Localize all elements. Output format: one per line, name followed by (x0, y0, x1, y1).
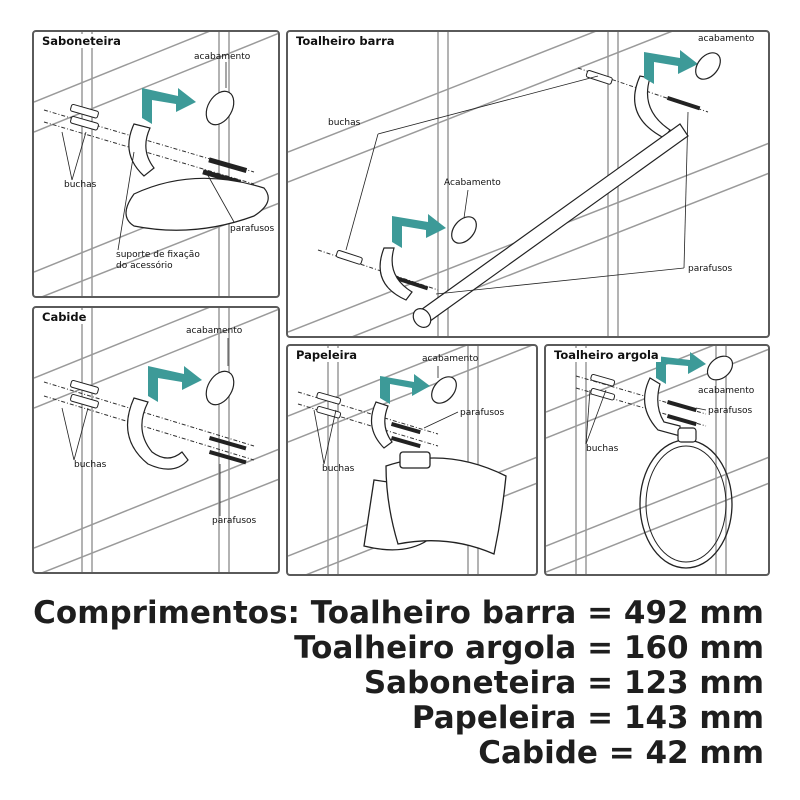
support-drawing (370, 401, 393, 449)
label-buchas: buchas (586, 444, 619, 454)
parafusos-drawing (394, 96, 701, 291)
label-acabamento: acabamento (698, 386, 755, 396)
soap-dish-drawing (125, 177, 269, 231)
label-parafusos: parafusos (230, 224, 275, 234)
label-buchas: buchas (64, 180, 97, 190)
label-parafusos: parafusos (212, 516, 257, 526)
tile-grid (288, 32, 768, 336)
insert-arrow (148, 366, 202, 402)
tile-grid (34, 308, 278, 572)
parafusos-drawing (666, 400, 697, 427)
label-parafusos: parafusos (688, 264, 733, 274)
toalheiro-barra-drawing (288, 32, 768, 336)
label-parafusos: parafusos (460, 408, 505, 418)
saboneteira-drawing (34, 32, 278, 296)
buchas-drawing (590, 373, 616, 401)
panel-toalheiro-barra: Toalheiro barra acabamento Acabamento bu… (286, 30, 770, 338)
toalheiro-argola-drawing (546, 346, 768, 574)
panel-toalheiro-argola: Toalheiro argola acabamento buchas paraf… (544, 344, 770, 576)
acabamento-drawing (431, 376, 457, 404)
label-buchas: buchas (322, 464, 355, 474)
leader-lines (313, 366, 459, 465)
panel-saboneteira: Saboneteira acabamento buchas parafusos … (32, 30, 280, 298)
leader-lines (61, 62, 235, 251)
leader-lines (345, 75, 689, 295)
label-buchas: buchas (74, 460, 107, 470)
tile-grid (546, 346, 768, 574)
cabide-drawing (34, 308, 278, 572)
label-suporte-line2: do acessório (116, 261, 173, 271)
label-acabamento: acabamento (186, 326, 243, 336)
acabamento-drawing-1 (695, 52, 721, 80)
label-acabamento: acabamento (194, 52, 251, 62)
label-parafusos: parafusos (708, 406, 753, 416)
label-acabamento: acabamento (422, 354, 479, 364)
label-acabamento-1: acabamento (698, 34, 755, 44)
support-right-drawing (634, 75, 671, 139)
panel-title-papeleira: Papeleira (294, 348, 360, 362)
length-line-2: Toalheiro argola = 160 mm (294, 630, 764, 666)
paper-holder-drawing (363, 451, 507, 555)
panel-title-cabide: Cabide (40, 310, 89, 324)
support-drawing (643, 377, 681, 437)
insert-arrow-2 (392, 214, 446, 248)
acabamento-drawing (706, 355, 734, 381)
leader-lines (61, 338, 229, 516)
panel-title-saboneteira: Saboneteira (40, 34, 123, 48)
buchas-drawing (335, 70, 613, 265)
insert-arrow (656, 352, 706, 384)
length-line-1: Comprimentos: Toalheiro barra = 492 mm (33, 595, 764, 631)
papeleira-drawing (288, 346, 536, 574)
panel-title-toalheiro-argola: Toalheiro argola (552, 348, 661, 362)
label-buchas: buchas (328, 118, 361, 128)
length-line-5: Cabide = 42 mm (478, 735, 764, 771)
panel-cabide: Cabide acabamento buchas parafusos (32, 306, 280, 574)
parafusos-drawing (208, 436, 247, 465)
label-acabamento-2: Acabamento (444, 178, 501, 188)
insert-arrow (380, 374, 430, 404)
support-left-drawing (379, 247, 413, 301)
buchas-drawing (70, 103, 99, 131)
ring-drawing (639, 427, 733, 569)
length-line-4: Papeleira = 143 mm (411, 700, 764, 736)
insert-arrow (142, 88, 196, 124)
panel-papeleira: Papeleira acabamento buchas parafusos (286, 344, 538, 576)
leader-lines (585, 389, 707, 445)
panel-title-toalheiro-barra: Toalheiro barra (294, 34, 397, 48)
acabamento-drawing (205, 370, 235, 406)
suporte-drawing (128, 123, 155, 177)
acabamento-drawing-2 (451, 216, 477, 244)
label-suporte-line1: suporte de fixação (116, 250, 200, 260)
parafusos-drawing (390, 422, 421, 449)
length-line-3: Saboneteira = 123 mm (363, 665, 764, 701)
insert-arrow-1 (644, 50, 698, 84)
axis-lines (43, 381, 255, 461)
acabamento-drawing (205, 90, 235, 126)
bar-drawing (412, 123, 689, 328)
buchas-drawing (70, 379, 99, 409)
hook-drawing (126, 397, 189, 470)
